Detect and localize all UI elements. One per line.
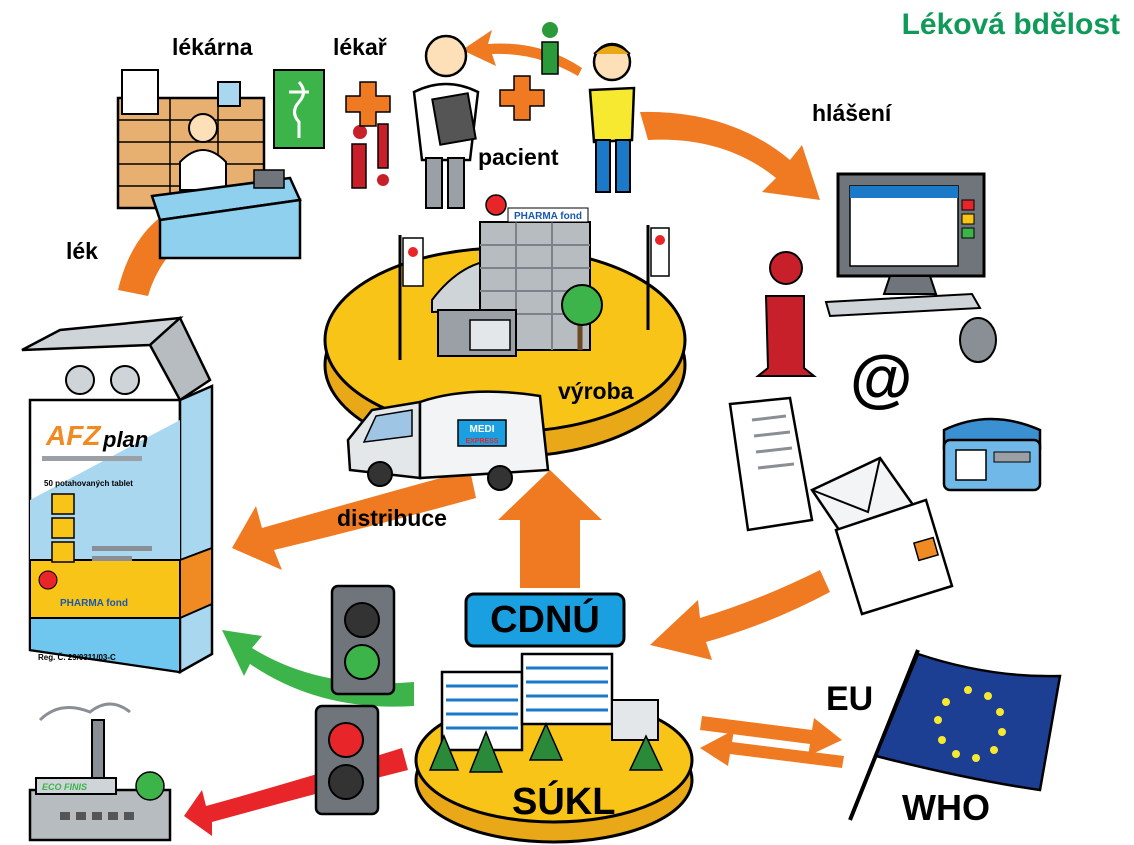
traffic-light-red bbox=[314, 704, 380, 816]
label-pharmacy: lékárna bbox=[172, 34, 253, 60]
production-platform: PHARMA fond bbox=[323, 194, 687, 459]
arrow-distribution bbox=[232, 470, 476, 570]
patient-figure bbox=[588, 42, 636, 193]
pharmacy-scene bbox=[116, 69, 325, 260]
arrow-eu-to-sukl bbox=[700, 730, 844, 768]
label-eu: EU bbox=[826, 680, 874, 718]
report-papers bbox=[728, 396, 954, 616]
medicine-box: AFZ plan 50 potahovaných tablet PHARMA f… bbox=[21, 315, 214, 675]
telephone bbox=[942, 417, 1042, 492]
arrow-sukl-to-eu bbox=[700, 716, 842, 756]
van-label-express: EXPRESS bbox=[465, 438, 498, 445]
label-doctor: lékař bbox=[333, 34, 387, 60]
building-sign: PHARMA fond bbox=[514, 211, 582, 222]
svg-text:@: @ bbox=[850, 342, 912, 414]
box-count: 50 potahovaných tablet bbox=[44, 479, 133, 488]
label-cdnu: CDNÚ bbox=[490, 599, 600, 641]
box-name: plan bbox=[102, 427, 148, 452]
factory: ECO FINIS bbox=[28, 702, 172, 842]
page-title: Léková bdělost bbox=[901, 8, 1120, 41]
sukl-platform bbox=[414, 652, 694, 844]
label-medicine: lék bbox=[66, 238, 98, 264]
computer bbox=[824, 172, 997, 363]
van-label-medi: MEDI bbox=[470, 424, 495, 435]
label-sukl: SÚKL bbox=[512, 781, 616, 823]
label-production: výroba bbox=[558, 378, 634, 404]
label-report: hlášení bbox=[812, 100, 892, 126]
label-who: WHO bbox=[902, 787, 990, 828]
label-distribution: distribuce bbox=[337, 505, 447, 531]
doctor-figure bbox=[412, 34, 480, 209]
arrow-report-to-sukl bbox=[650, 570, 830, 660]
box-brand: AFZ bbox=[45, 420, 101, 451]
traffic-light-green bbox=[330, 584, 396, 696]
label-patient: pacient bbox=[478, 144, 559, 170]
eu-flag bbox=[848, 649, 1062, 821]
box-company: PHARMA fond bbox=[60, 598, 128, 609]
cdnu-box bbox=[464, 592, 626, 648]
box-reg: Reg. Č. 29/0311/03-C bbox=[38, 653, 116, 662]
factory-sign: ECO FINIS bbox=[42, 782, 87, 792]
arrow-patient-to-doctor bbox=[462, 30, 582, 76]
info-symbols: @ bbox=[345, 22, 912, 414]
delivery-van: MEDI EXPRESS bbox=[346, 390, 550, 491]
arrow-to-report bbox=[640, 111, 820, 200]
arrow-sukl-to-production bbox=[498, 470, 602, 588]
